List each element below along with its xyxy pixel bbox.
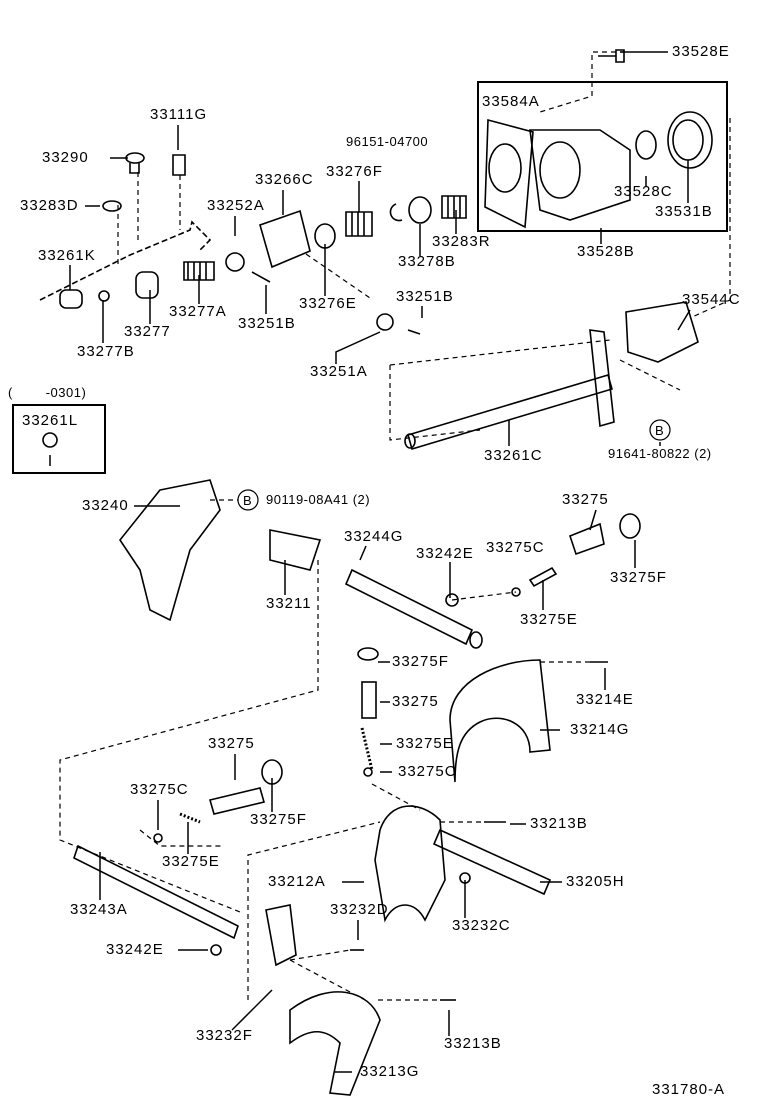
ref-marker-b: B bbox=[243, 493, 253, 508]
part-label: 33275E bbox=[520, 611, 578, 628]
part-label: 33275E bbox=[162, 853, 220, 870]
part-label: 33252A bbox=[207, 197, 265, 214]
part-label: 33275C bbox=[398, 763, 457, 780]
part-label: 33212A bbox=[268, 873, 326, 890]
part-label: 33278B bbox=[398, 253, 456, 270]
part-label: 33275F bbox=[392, 653, 449, 670]
part-label: 33214E bbox=[576, 691, 634, 708]
part-label: 33251B bbox=[238, 315, 296, 332]
parts bbox=[39, 49, 713, 1096]
part-label: 33277A bbox=[169, 303, 227, 320]
part-label: 96151-04700 bbox=[346, 134, 429, 149]
part-label: 33232D bbox=[330, 901, 389, 918]
part-label: 33531B bbox=[655, 203, 713, 220]
part-label: 33275 bbox=[392, 693, 439, 710]
part-label: 33240 bbox=[82, 497, 129, 514]
part-label: 90119-08A41 (2) bbox=[266, 492, 371, 507]
part-label: 33261L bbox=[22, 412, 79, 429]
leader-lines bbox=[49, 51, 691, 1073]
part-label: 33232C bbox=[452, 917, 511, 934]
part-label: 33275F bbox=[250, 811, 307, 828]
part-label: 33275 bbox=[208, 735, 255, 752]
part-label: 91641-80822 (2) bbox=[608, 446, 712, 461]
part-label: 33213G bbox=[360, 1063, 420, 1080]
part-label: 33528E bbox=[672, 43, 730, 60]
part-label: 33528C bbox=[614, 183, 673, 200]
part-label: 33276F bbox=[326, 163, 383, 180]
part-label: 33211 bbox=[266, 595, 312, 612]
part-label: 33243A bbox=[70, 901, 128, 918]
part-label: 33283R bbox=[432, 233, 491, 250]
part-label: 33275E bbox=[396, 735, 454, 752]
part-label: 33544C bbox=[682, 291, 741, 308]
part-label: 33275 bbox=[562, 491, 609, 508]
part-label: 33261K bbox=[38, 247, 96, 264]
part-label: 33275F bbox=[610, 569, 667, 586]
part-label: 33242E bbox=[106, 941, 164, 958]
part-label: 33214G bbox=[570, 721, 630, 738]
part-label: 33277 bbox=[124, 323, 171, 340]
part-label: 33275C bbox=[486, 539, 545, 556]
part-label: 33111G bbox=[150, 106, 208, 123]
part-label: ( -0301) bbox=[8, 385, 87, 400]
part-label: 33213B bbox=[530, 815, 588, 832]
part-label: 33277B bbox=[77, 343, 135, 360]
part-label: 33232F bbox=[196, 1027, 253, 1044]
part-label: 33261C bbox=[484, 447, 543, 464]
part-label: 33290 bbox=[42, 149, 89, 166]
part-label: 33276E bbox=[299, 295, 357, 312]
part-label: 33275C bbox=[130, 781, 189, 798]
part-label: 33244G bbox=[344, 528, 404, 545]
part-label: 33528B bbox=[577, 243, 635, 260]
assembly-dashed-lines bbox=[59, 51, 731, 1001]
figure-code: 331780-A bbox=[652, 1081, 726, 1098]
part-label: 33213B bbox=[444, 1035, 502, 1052]
seal-assembly-box bbox=[477, 81, 728, 232]
part-label: 33266C bbox=[255, 171, 314, 188]
part-label: 33205H bbox=[566, 873, 625, 890]
part-label: 33251A bbox=[310, 363, 368, 380]
part-label: 33283D bbox=[20, 197, 79, 214]
part-label: 33584A bbox=[482, 93, 540, 110]
part-label: 33242E bbox=[416, 545, 474, 562]
part-label: 33251B bbox=[396, 288, 454, 305]
ref-marker-b: B bbox=[655, 423, 665, 438]
variant-box bbox=[12, 404, 106, 474]
